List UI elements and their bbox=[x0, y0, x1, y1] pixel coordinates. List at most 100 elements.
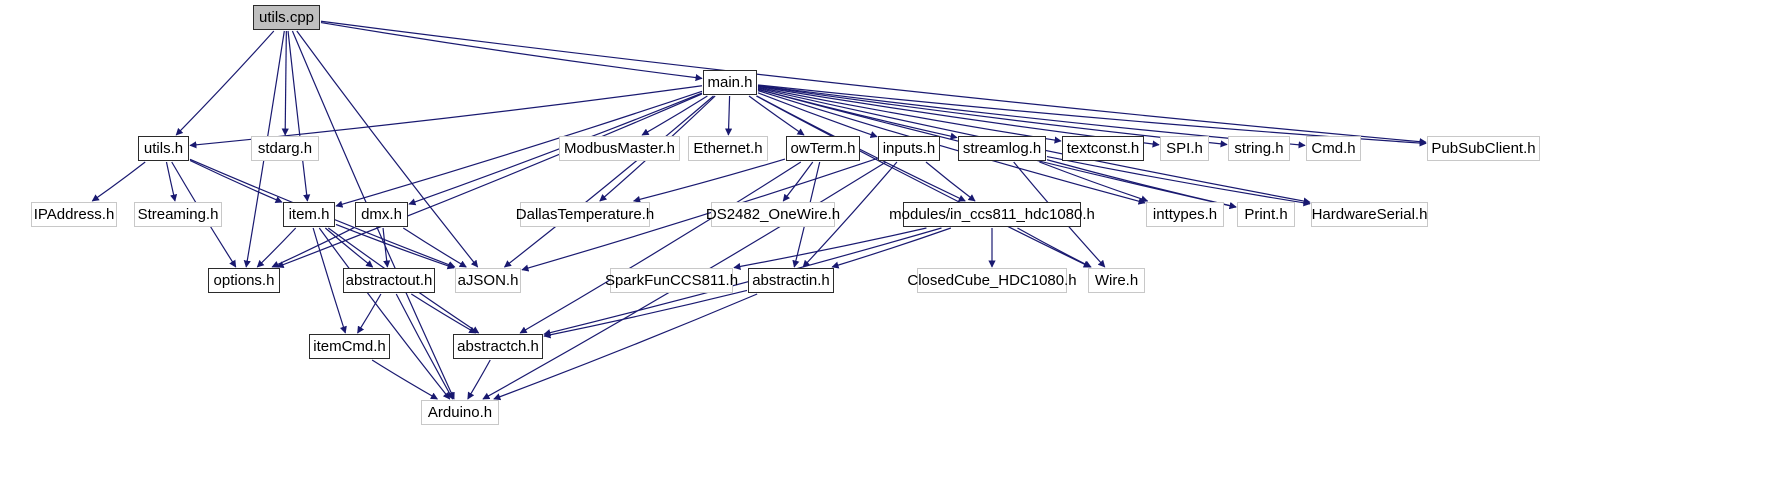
graph-node-owterm-h[interactable]: owTerm.h bbox=[786, 136, 860, 161]
graph-node-closedcube-h[interactable]: ClosedCube_HDC1080.h bbox=[907, 268, 1077, 293]
graph-edge bbox=[756, 95, 1091, 268]
graph-edge bbox=[467, 359, 491, 400]
graph-node-streamlog-h[interactable]: streamlog.h bbox=[958, 136, 1046, 161]
graph-node-label: dmx.h bbox=[361, 206, 402, 223]
graph-edge bbox=[271, 227, 355, 268]
graph-node-label: Streaming.h bbox=[137, 206, 219, 223]
graph-node-textconst-h[interactable]: textconst.h bbox=[1062, 136, 1144, 161]
graph-edge bbox=[1046, 159, 1237, 210]
graph-edge bbox=[287, 30, 311, 202]
graph-node-stdarg-h[interactable]: stdarg.h bbox=[251, 136, 319, 161]
graph-node-label: HardwareSerial.h bbox=[1311, 206, 1428, 223]
graph-node-ipaddress-h[interactable]: IPAddress.h bbox=[31, 202, 117, 227]
graph-node-label: utils.cpp bbox=[258, 9, 315, 26]
graph-node-label: stdarg.h bbox=[257, 140, 313, 157]
graph-node-label: options.h bbox=[213, 272, 275, 289]
graph-edge bbox=[335, 90, 703, 208]
graph-node-label: inttypes.h bbox=[1152, 206, 1218, 223]
graph-edge bbox=[543, 227, 942, 337]
graph-edge bbox=[408, 92, 703, 206]
graph-node-hardwareserial-h[interactable]: HardwareSerial.h bbox=[1311, 202, 1428, 227]
graph-edge bbox=[543, 289, 748, 339]
graph-edge bbox=[371, 359, 439, 400]
graph-node-abstractch-h[interactable]: abstractch.h bbox=[453, 334, 543, 359]
graph-node-item-h[interactable]: item.h bbox=[283, 202, 335, 227]
graph-edge bbox=[165, 161, 178, 202]
graph-node-label: SPI.h bbox=[1166, 140, 1203, 157]
graph-node-streaming-h[interactable]: Streaming.h bbox=[134, 202, 222, 227]
graph-edge bbox=[757, 86, 1062, 144]
graph-edge bbox=[320, 20, 1427, 146]
graph-node-label: SparkFunCCS811.h bbox=[604, 272, 739, 289]
graph-edge bbox=[410, 293, 477, 334]
graph-edge bbox=[276, 93, 703, 269]
graph-edge bbox=[324, 227, 374, 268]
graph-node-modbusmaster-h[interactable]: ModbusMaster.h bbox=[559, 136, 680, 161]
graph-edge bbox=[1017, 227, 1092, 268]
graph-node-options-h[interactable]: options.h bbox=[208, 268, 280, 293]
graph-node-pubsubclient-h[interactable]: PubSubClient.h bbox=[1427, 136, 1540, 161]
graph-node-sparkfun-h[interactable]: SparkFunCCS811.h bbox=[605, 268, 738, 293]
graph-node-label: utils.h bbox=[143, 140, 184, 157]
graph-node-ds2482-h[interactable]: DS2482_OneWire.h bbox=[706, 202, 840, 227]
graph-node-main-h[interactable]: main.h bbox=[703, 70, 757, 95]
graph-node-label: abstractin.h bbox=[752, 272, 830, 289]
graph-edge bbox=[335, 223, 455, 270]
graph-node-in-ccs811-h[interactable]: modules/in_ccs811_hdc1080.h bbox=[889, 202, 1095, 227]
graph-edge bbox=[802, 161, 898, 268]
graph-node-label: ModbusMaster.h bbox=[564, 140, 675, 157]
graph-edge bbox=[281, 30, 289, 136]
graph-node-label: IPAddress.h bbox=[33, 206, 115, 223]
graph-node-ethernet-h[interactable]: Ethernet.h bbox=[688, 136, 768, 161]
graph-node-label: Arduino.h bbox=[427, 404, 493, 421]
graph-node-utils-cpp[interactable]: utils.cpp bbox=[253, 5, 320, 30]
graph-node-itemcmd-h[interactable]: itemCmd.h bbox=[309, 334, 390, 359]
graph-edge bbox=[733, 227, 927, 270]
graph-edge bbox=[175, 30, 275, 136]
graph-edge bbox=[320, 21, 703, 82]
graph-node-label: abstractout.h bbox=[345, 272, 433, 289]
graph-edge bbox=[725, 95, 733, 136]
edge-paths bbox=[91, 20, 1427, 401]
graph-edge bbox=[782, 161, 814, 202]
graph-node-label: aJSON.h bbox=[457, 272, 519, 289]
graph-node-ajson-h[interactable]: aJSON.h bbox=[455, 268, 521, 293]
graph-node-spi-h[interactable]: SPI.h bbox=[1160, 136, 1209, 161]
graph-node-wire-h[interactable]: Wire.h bbox=[1088, 268, 1145, 293]
graph-node-label: abstractch.h bbox=[457, 338, 539, 355]
graph-node-inputs-h[interactable]: inputs.h bbox=[878, 136, 940, 161]
graph-node-print-h[interactable]: Print.h bbox=[1237, 202, 1295, 227]
graph-edge bbox=[831, 227, 952, 269]
graph-node-arduino-h[interactable]: Arduino.h bbox=[421, 400, 499, 425]
graph-edge bbox=[189, 159, 283, 204]
graph-node-abstractout-h[interactable]: abstractout.h bbox=[343, 268, 435, 293]
graph-node-label: Ethernet.h bbox=[693, 140, 763, 157]
graph-node-label: DS2482_OneWire.h bbox=[705, 206, 841, 223]
graph-node-inttypes-h[interactable]: inttypes.h bbox=[1146, 202, 1224, 227]
graph-edge bbox=[521, 157, 878, 272]
graph-node-label: inputs.h bbox=[882, 140, 936, 157]
graph-node-label: DallasTemperature.h bbox=[515, 206, 655, 223]
graph-node-string-h[interactable]: string.h bbox=[1228, 136, 1290, 161]
graph-edge bbox=[91, 161, 146, 202]
graph-node-dmx-h[interactable]: dmx.h bbox=[355, 202, 408, 227]
graph-edge bbox=[493, 293, 758, 401]
graph-edge bbox=[757, 92, 878, 138]
graph-node-label: string.h bbox=[1234, 140, 1284, 157]
graph-edge bbox=[925, 161, 976, 202]
graph-node-cmd-h[interactable]: Cmd.h bbox=[1306, 136, 1361, 161]
graph-node-dallastemp-h[interactable]: DallasTemperature.h bbox=[516, 202, 654, 227]
graph-edge bbox=[296, 30, 479, 268]
graph-edge bbox=[641, 95, 708, 136]
graph-node-label: owTerm.h bbox=[790, 140, 856, 157]
graph-edge bbox=[748, 95, 805, 136]
graph-node-label: modules/in_ccs811_hdc1080.h bbox=[889, 206, 1095, 223]
graph-node-abstractin-h[interactable]: abstractin.h bbox=[748, 268, 834, 293]
graph-node-label: Cmd.h bbox=[1311, 140, 1356, 157]
graph-edge bbox=[256, 227, 297, 268]
graph-edge bbox=[1039, 161, 1149, 203]
graph-node-utils-h[interactable]: utils.h bbox=[138, 136, 189, 161]
graph-node-label: main.h bbox=[707, 74, 753, 91]
